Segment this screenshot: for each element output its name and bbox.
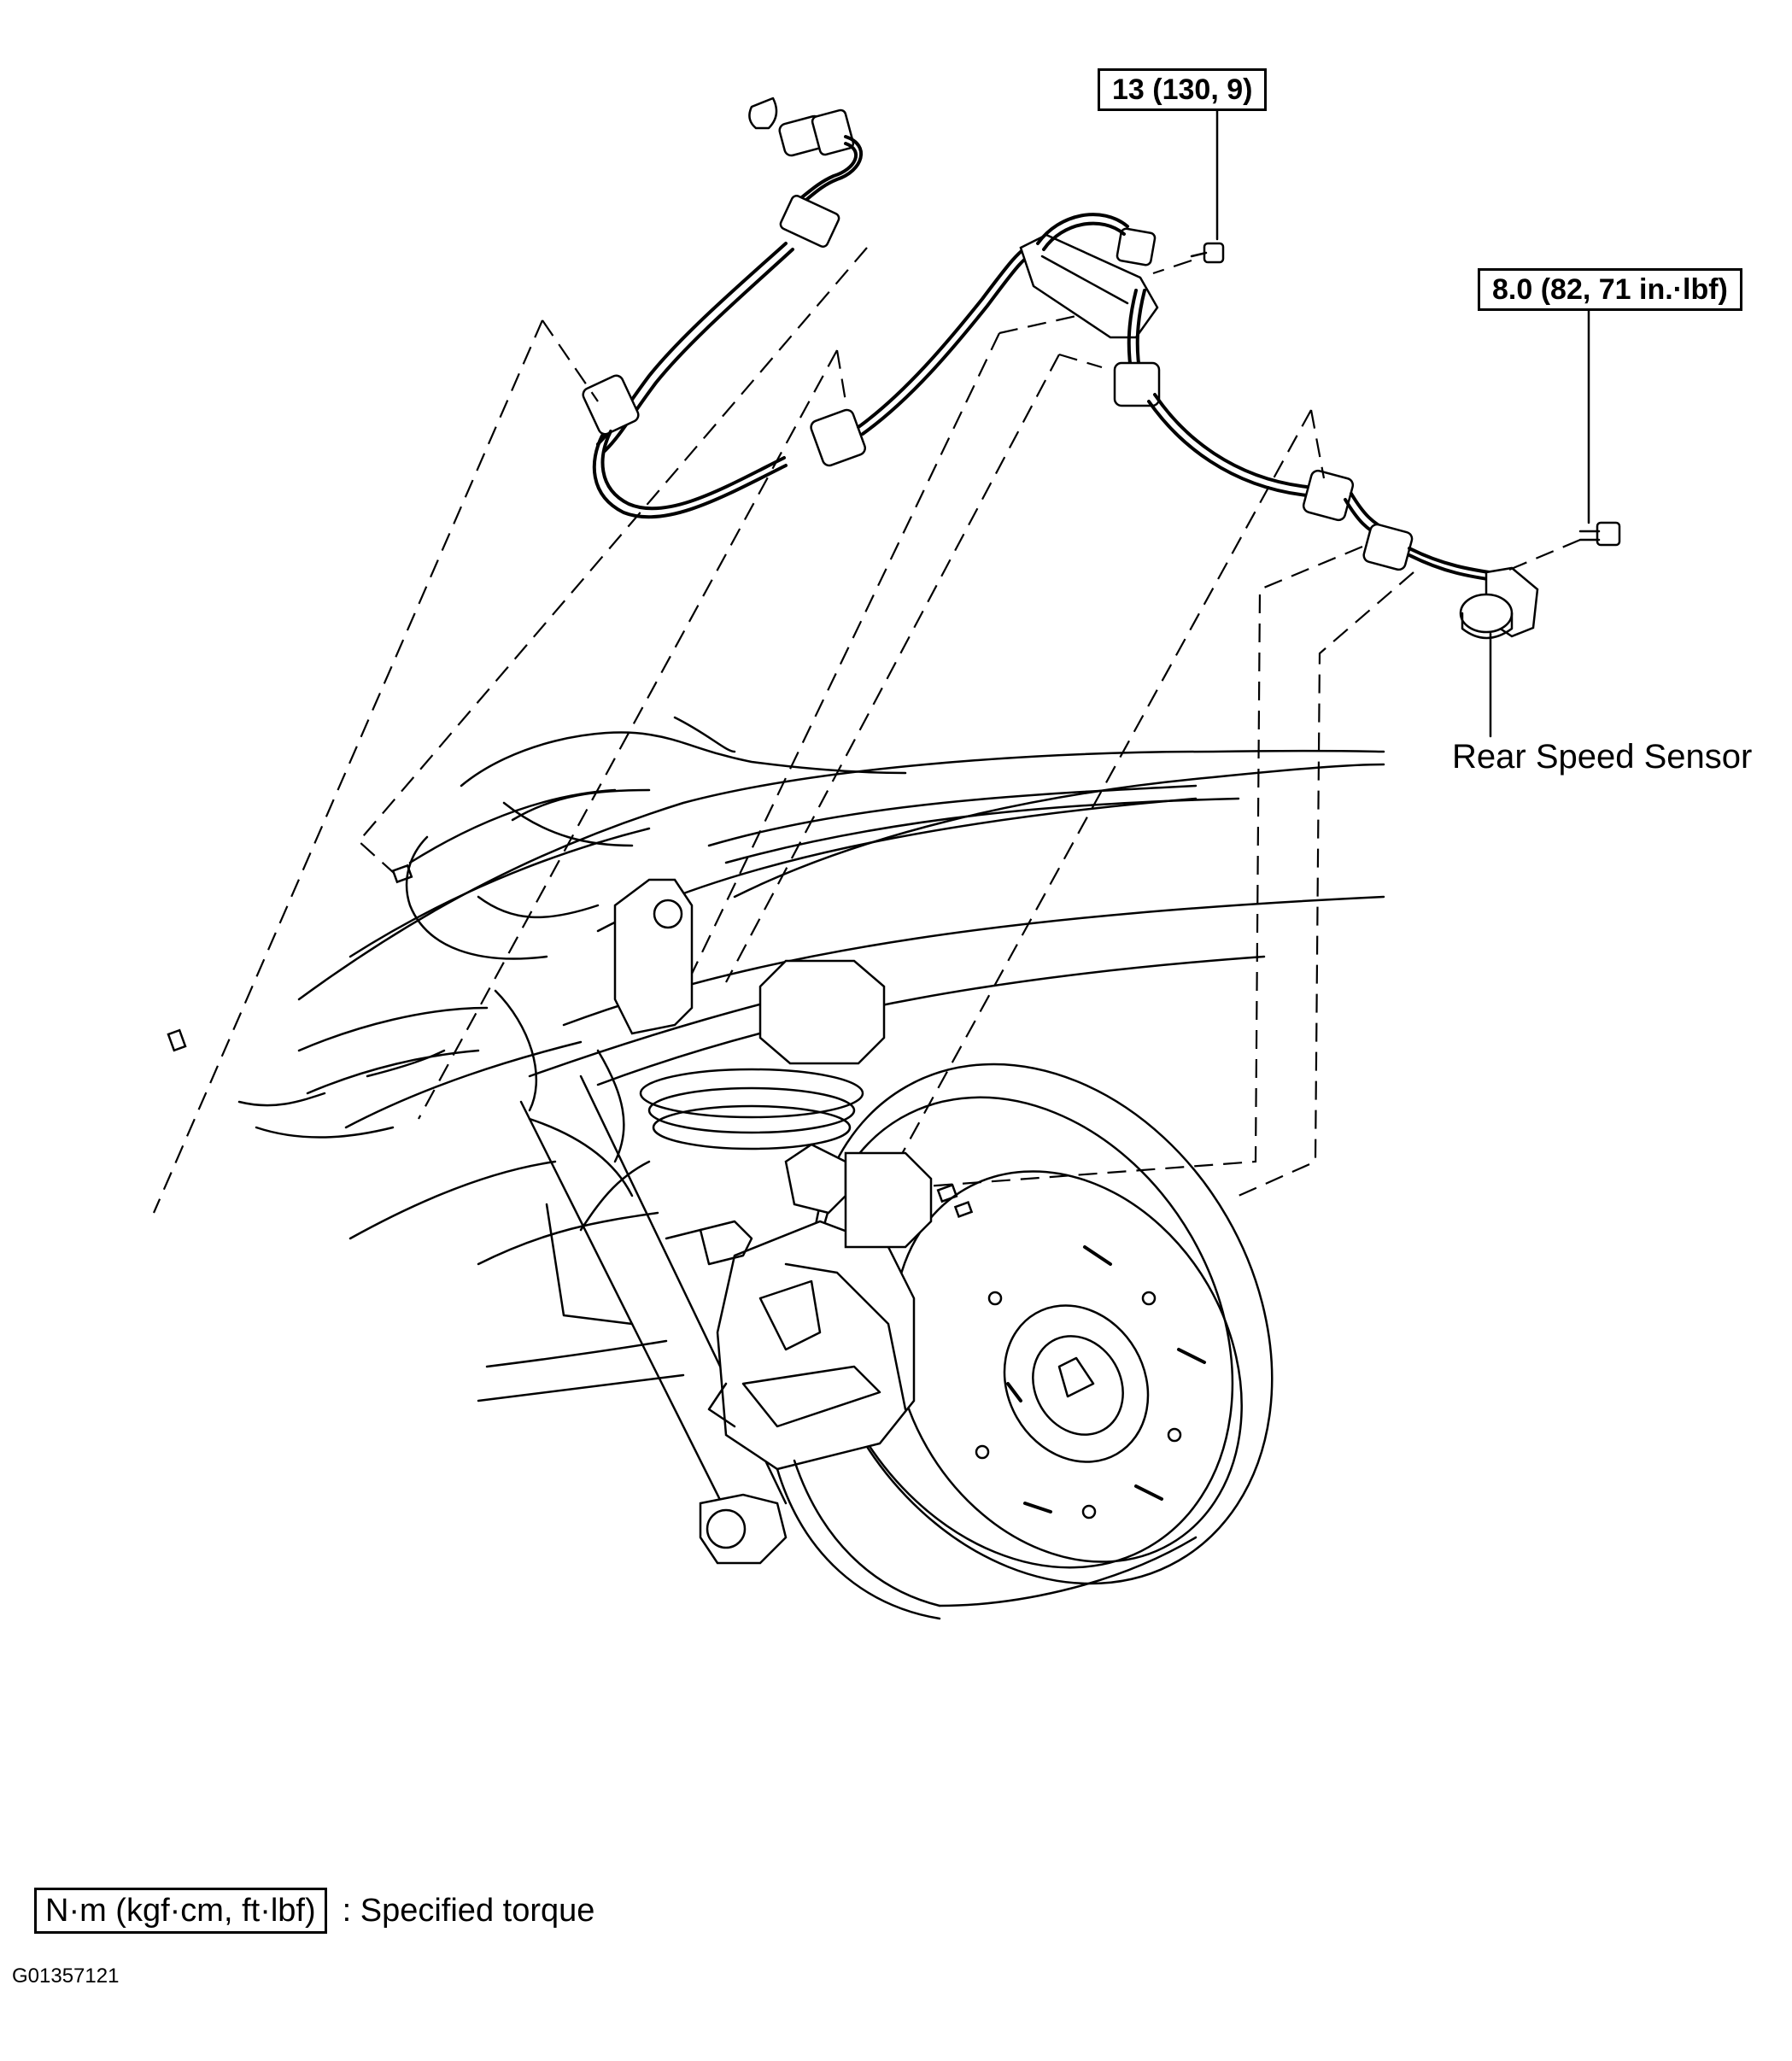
speed-sensor-wire-harness bbox=[582, 97, 1502, 583]
assembly-leader-lines bbox=[152, 247, 1414, 1214]
torque-callout-upper-bolt: 13 (130, 9) bbox=[1098, 68, 1268, 111]
torque-legend: N·m (kgf·cm, ft·lbf) : Specified torque bbox=[34, 1888, 594, 1934]
figure-code: G01357121 bbox=[12, 1964, 120, 1988]
bolt-upper bbox=[1152, 108, 1225, 275]
trailing-arm bbox=[519, 878, 788, 1565]
brake-caliper bbox=[665, 1143, 933, 1471]
torque-unit-box: N·m (kgf·cm, ft·lbf) bbox=[34, 1888, 327, 1934]
rear-speed-sensor-part bbox=[1459, 566, 1539, 738]
bolt-right bbox=[1502, 307, 1621, 574]
rear-speed-sensor-label: Rear Speed Sensor bbox=[1452, 738, 1753, 776]
torque-callout-sensor-bolt: 8.0 (82, 71 in.·lbf) bbox=[1478, 268, 1742, 311]
vehicle-frame bbox=[237, 716, 1385, 1402]
coil-spring bbox=[639, 959, 886, 1151]
torque-legend-description: : Specified torque bbox=[342, 1892, 595, 1929]
